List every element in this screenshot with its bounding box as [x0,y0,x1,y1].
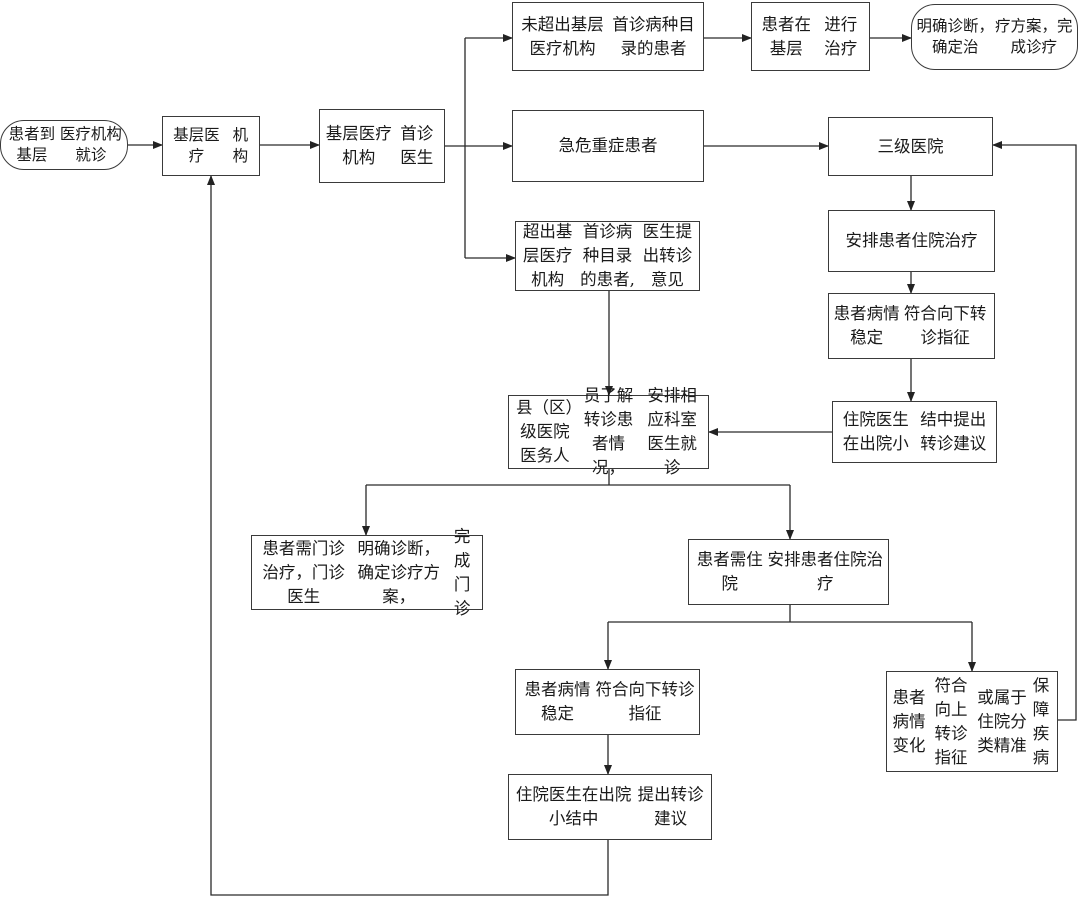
county-discharge-node: 住院医生在出院小结中提出转诊建议 [508,774,712,840]
beyond-catalog-node: 超出基层医疗机构首诊病种目录的患者,医生提出转诊意见 [515,221,700,291]
treat-primary-node: 患者在基层进行治疗 [751,2,870,71]
tertiary-stable-node: 患者病情稳定符合向下转诊指征 [828,293,995,359]
end-primary-node: 明确诊断，确定治疗方案，完成诊疗 [911,4,1078,70]
outpatient-node: 患者需门诊治疗，门诊医生明确诊断，确定诊疗方案，完成门诊 [251,527,483,618]
primary-institution-node: 基层医疗机构 [162,116,260,176]
within-catalog-node: 未超出基层医疗机构首诊病种目录的患者 [512,2,704,71]
tertiary-discharge-node: 住院医生在出院小结中提出转诊建议 [832,401,997,463]
critical-node: 急危重症患者 [512,110,704,182]
arrow-discharge-to-institution [207,175,609,896]
start-node: 患者到基层医疗机构就诊 [0,120,128,170]
tertiary-admit-node: 安排患者住院治疗 [828,210,995,272]
county-hospital-node: 县（区）级医院医务人员了解转诊患者情况，安排相应科室医生就诊 [508,386,709,477]
inpatient-node: 患者需住院安排患者住院治疗 [688,539,889,605]
up-referral-node: 患者病情变化符合向上转诊指征或属于住院分类精准保障疾病 [886,671,1058,772]
county-stable-node: 患者病情稳定符合向下转诊指征 [515,669,700,735]
primary-doctor-node: 基层医疗机构首诊医生 [319,109,445,183]
arrow-up-referral-to-tertiary [992,141,1077,721]
tertiary-node: 三级医院 [828,117,993,176]
